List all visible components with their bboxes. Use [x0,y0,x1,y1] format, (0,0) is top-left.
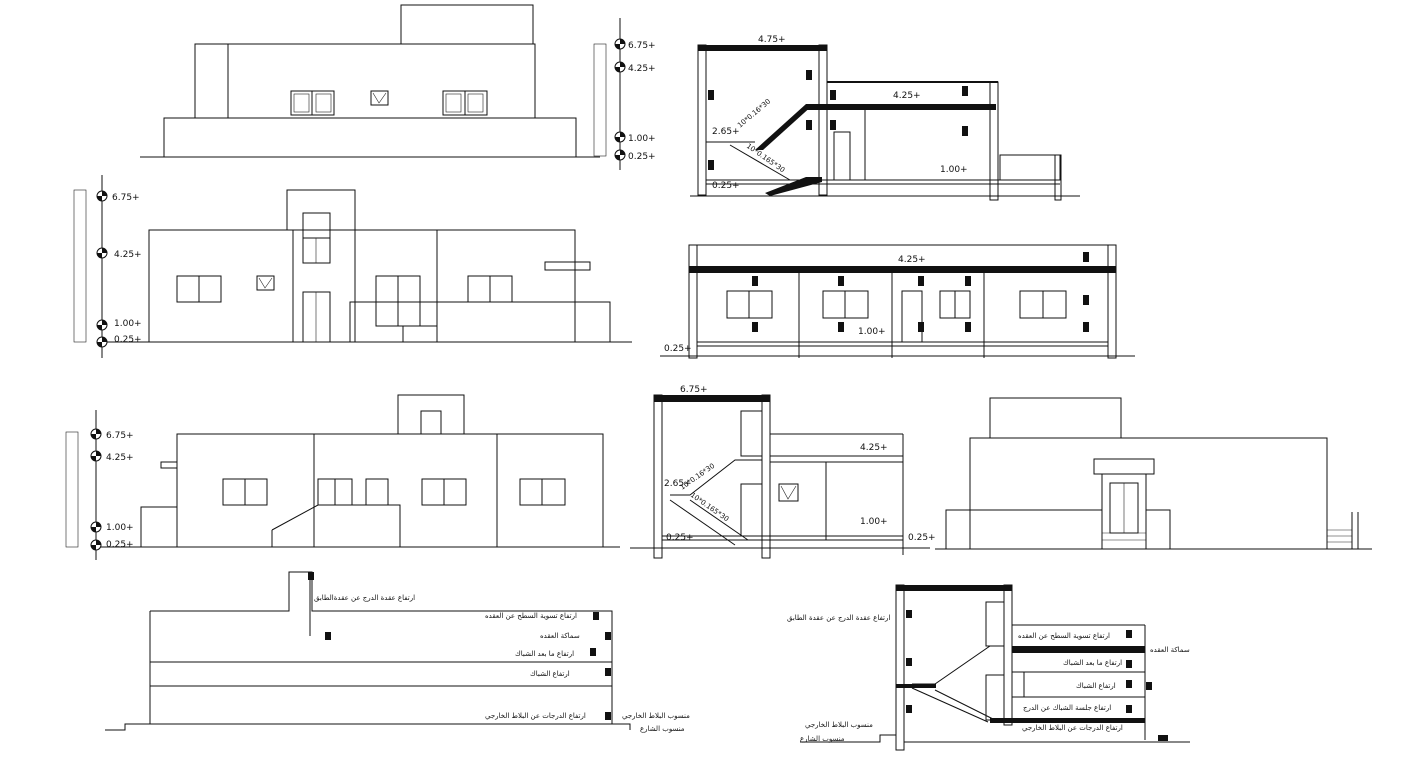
level-label: 1.00+ [860,517,888,527]
window [442,90,488,116]
section-long-middle: 4.25+ 1.00+ 0.25+ [660,244,1135,359]
level-label: 1.00+ [940,165,968,175]
level-label: 4.25+ [114,250,142,260]
dim-label: منسوب الشارع [800,735,845,743]
vent-window [256,275,275,291]
window [519,478,566,506]
dim-label: ارتفاع ما بعد الشباك [1063,659,1122,667]
level-label: 6.75+ [106,431,134,441]
dim-label: سماكة العقده [540,632,580,640]
level-label: 6.75+ [112,193,140,203]
level-label: 1.00+ [628,134,656,144]
level-label: 0.25+ [666,533,694,543]
dim-label: ارتفاع الشباك [1076,682,1116,690]
window [176,275,222,303]
dim-label: ارتفاع تسوية السطح عن العقده [485,612,577,620]
dim-label: ارتفاع عقدة الدرج عن عقدة الطابق [787,614,890,622]
level-label: 6.75+ [628,41,656,51]
window [822,290,869,319]
dim-label: ارتفاع ما بعد الشباك [515,650,574,658]
elevation-rear: 6.75+ 4.25+ 1.00+ 0.25+ [65,394,620,560]
dim-label: سماكة العقده [1150,646,1190,654]
level-label: 0.25+ [628,152,656,162]
window [1019,290,1067,319]
window [726,290,773,319]
section-stair-lower: 6.75+ 4.25+ 2.65+ 1.00+ 0.25+ 0.25+ 10*0… [630,385,936,559]
dim-label: منسوب الشارع [640,725,685,733]
dim-label: ارتفاع جلسة الشباك عن الدرج [1023,704,1111,712]
level-label: 0.25+ [712,181,740,191]
window [375,275,421,327]
dim-label: ارتفاع الدرجات عن البلاط الخارجي [485,712,586,720]
level-label: 0.25+ [664,344,692,354]
vent-window [778,483,799,502]
level-label: 2.65+ [712,127,740,137]
window [467,275,513,303]
level-label: 0.25+ [114,335,142,345]
section-diagram-labels-left: ارتفاع عقدة الدرج عن عقدةالطابق ارتفاع ت… [105,571,690,733]
level-label: 0.25+ [908,533,936,543]
elevation-plain-right [935,397,1372,550]
window [421,478,467,506]
level-label: 2.65+ [664,479,692,489]
stair-note: 10*0.16*30 [679,462,717,492]
dim-label: منسوب البلاط الخارجي [805,721,873,729]
level-label: 1.00+ [114,319,142,329]
level-label: 1.00+ [858,327,886,337]
level-label: 4.75+ [758,35,786,45]
level-label: 1.00+ [106,523,134,533]
window [317,478,353,506]
level-label: 4.25+ [893,91,921,101]
level-label: 6.75+ [680,385,708,395]
dim-label: ارتفاع تسوية السطح عن العقده [1018,632,1110,640]
dim-label: ارتفاع الدرجات عن البلاط الخارجي [1022,724,1123,732]
dim-label: منسوب البلاط الخارجي [622,712,690,720]
elevation-side-middle: 6.75+ 4.25+ 1.00+ 0.25+ [73,175,632,358]
level-label: 4.25+ [898,255,926,265]
section-top-right: 4.75+ 4.25+ 2.65+ 1.00+ 0.25+ 10*0.16*30… [690,35,1080,201]
section-detail-bottom-right: ارتفاع عقدة الدرج عن عقدة الطابق ارتفاع … [787,584,1190,751]
stair-note: 10*0.165*30 [689,491,730,523]
level-label: 4.25+ [628,64,656,74]
level-label: 4.25+ [860,443,888,453]
dim-label: ارتفاع الشباك [530,670,570,678]
window [222,478,268,506]
stair-note: 10*0.16*30 [736,97,772,129]
window [290,90,335,116]
level-label: 0.25+ [106,540,134,550]
level-label: 4.25+ [106,453,134,463]
vent-window [370,90,389,106]
elevation-front-top: 6.75+ 4.25+ 1.00+ 0.25+ [140,4,656,170]
window [939,290,971,319]
dim-label: ارتفاع عقدة الدرج عن عقدةالطابق [314,594,415,602]
